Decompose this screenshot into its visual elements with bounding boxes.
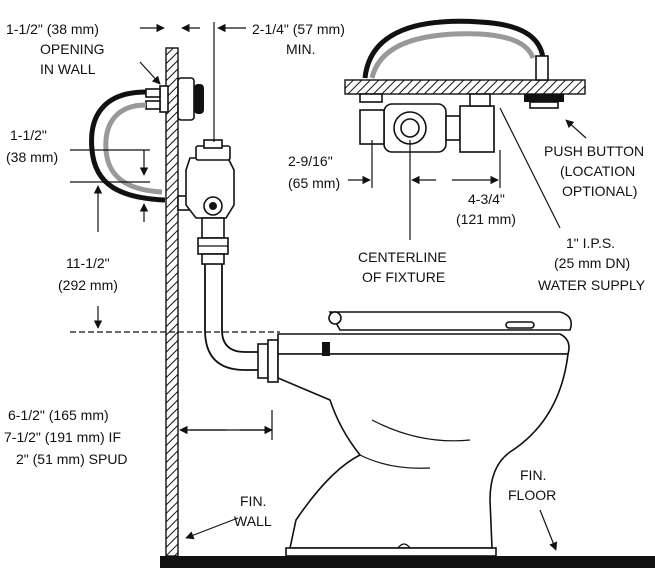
spud-depth-label-2: 7-1/2" (191 mm) IF bbox=[4, 429, 121, 445]
push-button-label-1: PUSH BUTTON bbox=[544, 143, 644, 159]
flush-tube bbox=[204, 264, 279, 383]
supply-label-2: (25 mm DN) bbox=[554, 255, 630, 271]
push-button-label-2: (LOCATION bbox=[560, 163, 635, 179]
finished-wall bbox=[165, 47, 179, 557]
spud-depth-label-1: 6-1/2" (165 mm) bbox=[8, 407, 109, 423]
left-offset-mm-label: (65 mm) bbox=[288, 175, 340, 191]
fin-wall-label-1: FIN. bbox=[240, 493, 266, 509]
flush-valve-body bbox=[177, 139, 235, 265]
left-offset-dim-label: 2-9/16" bbox=[288, 153, 333, 169]
fin-floor-label-2: FLOOR bbox=[508, 487, 556, 503]
dimension-labels: 1-1/2" (38 mm) OPENING IN WALL 2-1/4" (5… bbox=[4, 21, 646, 529]
wall-opening-dim-label: 1-1/2" (38 mm) bbox=[6, 21, 99, 37]
supply-label-1: 1" I.P.S. bbox=[566, 235, 615, 251]
top-view-detail bbox=[344, 18, 586, 153]
right-offset-mm-label: (121 mm) bbox=[456, 211, 516, 227]
stop-height-mm-label: (38 mm) bbox=[6, 149, 58, 165]
wall-supply-box bbox=[145, 77, 204, 121]
fin-floor-label-1: FIN. bbox=[520, 467, 546, 483]
centerline-label-2: OF FIXTURE bbox=[362, 269, 445, 285]
dimension-lines bbox=[70, 22, 587, 551]
spud-height-dim-label: 11-1/2" bbox=[66, 255, 110, 271]
in-wall-label: IN WALL bbox=[40, 61, 96, 77]
right-offset-dim-label: 4-3/4" bbox=[468, 191, 505, 207]
offset-min-dim-label: 2-1/4" (57 mm) bbox=[252, 21, 345, 37]
toilet-bowl bbox=[277, 311, 573, 557]
fin-wall-label-2: WALL bbox=[234, 513, 272, 529]
min-label: MIN. bbox=[286, 41, 316, 57]
finished-floor bbox=[160, 556, 655, 568]
opening-label: OPENING bbox=[40, 41, 105, 57]
spud-height-mm-label: (292 mm) bbox=[58, 277, 118, 293]
spud-depth-label-3: 2" (51 mm) SPUD bbox=[16, 451, 128, 467]
centerline-label-1: CENTERLINE bbox=[358, 249, 447, 265]
supply-label-3: WATER SUPPLY bbox=[538, 277, 646, 293]
stop-height-dim-label: 1-1/2" bbox=[10, 127, 47, 143]
push-button-label-3: OPTIONAL) bbox=[562, 183, 637, 199]
